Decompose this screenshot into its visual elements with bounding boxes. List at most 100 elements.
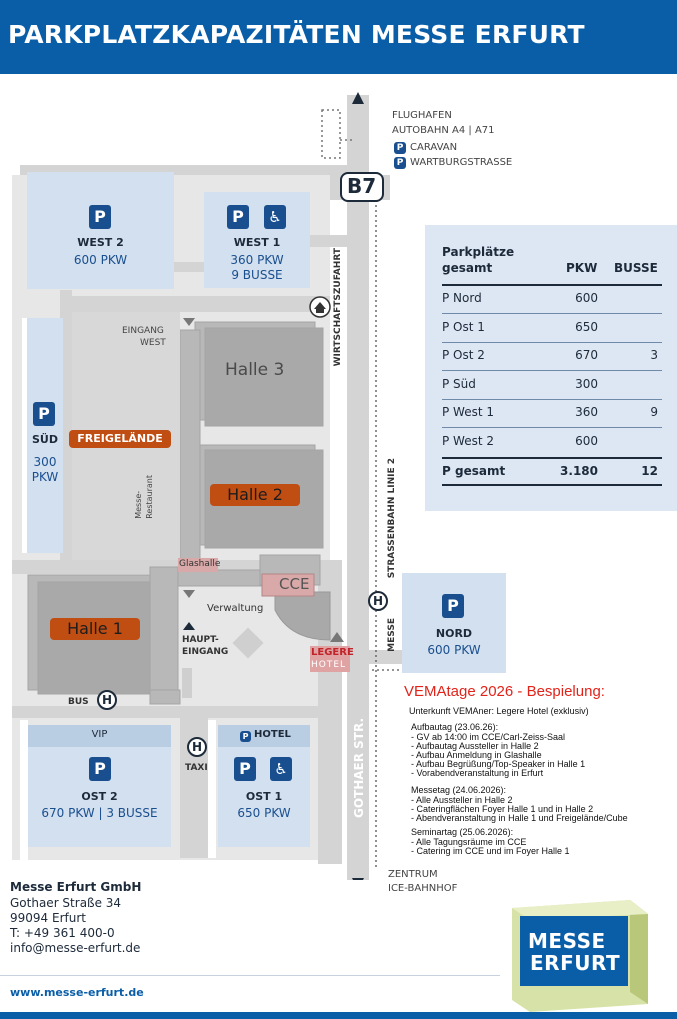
company-phone: T: +49 361 400-0	[10, 926, 115, 940]
event-info-line: - Aufbautag Aussteller in Halle 2	[411, 741, 539, 751]
parking-west-2	[27, 172, 174, 289]
table-cell-name: P West 1	[442, 405, 495, 419]
event-accommodation: Unterkunft VEMAner: Legere Hotel (exklus…	[409, 706, 589, 716]
parking-ost-2-name: OST 2	[81, 790, 118, 803]
arrow-south-icon	[352, 878, 364, 880]
table-bottom-line	[442, 484, 662, 486]
event-info-line: Aufbautag (23.06.26):	[411, 722, 499, 732]
table-header-pkw: PKW	[566, 261, 598, 275]
table-total-pkw: 3.180	[560, 464, 598, 478]
table-row-divider	[442, 398, 662, 400]
table-total-name: P gesamt	[442, 464, 506, 478]
table-cell-pkw: 600	[575, 291, 598, 305]
arrow-north-icon	[352, 92, 364, 104]
legere-hotel-label-2: HOTEL	[311, 660, 347, 670]
road-gothaer-str	[347, 95, 369, 880]
direction-wartburgstrasse: WARTBURGSTRASSE	[410, 157, 513, 168]
logo-text-erfurt: ERFURT	[530, 951, 621, 975]
event-title: VEMAtage 2026 - Bespielung:	[404, 683, 605, 700]
table-cell-pkw: 300	[575, 376, 598, 391]
table-cell-pkw: 360	[575, 405, 598, 419]
caravan-parking-icon: P	[394, 142, 406, 154]
haupteingang-label-1: HAUPT-	[182, 635, 219, 645]
halle-2-label: Halle 2	[210, 484, 300, 506]
event-info-line: Seminartag (25.06.2026):	[411, 827, 514, 837]
parking-west-1-capacity-bus: 9 BUSSE	[231, 268, 283, 282]
parking-nord	[402, 573, 506, 673]
parking-nord-icon: P	[442, 594, 464, 618]
direction-zentrum: ZENTRUM	[388, 869, 438, 880]
table-cell-name: P Ost 2	[442, 348, 485, 362]
parking-sued-name: SÜD	[32, 433, 58, 446]
parking-west-2-icon: P	[89, 205, 111, 229]
messe-erfurt-logo	[512, 900, 648, 1012]
logo-text-messe: MESSE	[528, 929, 606, 953]
parking-sued-capacity-number: 300	[33, 455, 57, 469]
parking-west-2-name: WEST 2	[77, 236, 124, 249]
table-total-divider	[442, 457, 662, 459]
table-cell-name: P Süd	[442, 376, 476, 391]
parking-sued-capacity-unit: PKW	[31, 470, 59, 484]
table-header-name-1: Parkplätze	[442, 245, 515, 259]
legere-hotel-building	[310, 646, 350, 672]
parking-ost-2-tag-bar	[28, 725, 171, 747]
parking-nord-name: NORD	[435, 627, 473, 640]
parking-ost-1-capacity: 650 PKW	[237, 806, 291, 820]
table-header-name-2: gesamt	[442, 261, 493, 275]
company-email[interactable]: info@messe-erfurt.de	[10, 941, 141, 955]
b7-road-sign	[340, 172, 384, 202]
direction-caravan: CARAVAN	[410, 142, 458, 153]
haupteingang-label-2: EINGANG	[182, 647, 229, 657]
company-city: 99094 Erfurt	[10, 911, 86, 925]
strassenbahn-label: STRASSENBAHN LINIE 2	[387, 458, 397, 579]
site-map	[12, 92, 410, 880]
parking-west-1-capacity-pkw: 360 PKW	[230, 253, 284, 267]
company-street: Gothaer Straße 34	[10, 896, 122, 910]
wheelchair-west-1-icon: ♿	[264, 205, 286, 229]
table-row-divider	[442, 313, 662, 314]
glashalle-label: Glashalle	[179, 559, 221, 569]
footer-divider	[0, 975, 500, 976]
b7-label: B7	[347, 174, 377, 198]
table-total-busse: 12	[641, 464, 658, 478]
parking-sued	[27, 318, 63, 553]
footer-bar	[0, 1012, 677, 1019]
wartburg-parking-icon: P	[394, 157, 406, 169]
legere-hotel-label-1: LEGERE	[311, 647, 354, 658]
parking-west-1-name: WEST 1	[233, 236, 281, 249]
messe-stop-label: MESSE	[387, 618, 397, 652]
wheelchair-ost-1-icon: ♿	[270, 757, 292, 781]
halle-1-label: Halle 1	[50, 618, 140, 640]
parking-nord-capacity: 600 PKW	[427, 643, 481, 657]
company-website[interactable]: www.messe-erfurt.de	[10, 986, 144, 999]
main-entrance-arrow-icon	[183, 622, 195, 630]
event-info-line: - Vorabendveranstaltung in Erfurt	[411, 768, 544, 778]
table-cell-name: P West 2	[442, 433, 495, 448]
parking-west-2-capacity: 600 PKW	[73, 253, 128, 267]
direction-ice-bahnhof: ICE-BAHNHOF	[388, 883, 458, 894]
eingang-west-label-2: WEST	[140, 338, 166, 348]
parking-ost-2-tag: VIP	[91, 729, 108, 740]
event-info-line: - Alle Tagungsräume im CCE	[411, 837, 527, 847]
table-cell-pkw: 600	[575, 433, 598, 448]
taxi-label: TAXI	[185, 763, 208, 773]
table-cell-pkw: 670	[575, 348, 598, 362]
event-info-line: - Aufbau Begrüßung/Top-Speaker in Halle …	[411, 759, 586, 769]
gothaer-str-label: GOTHAER STR.	[352, 718, 366, 819]
hotel-parking-icon: P	[240, 731, 251, 742]
cce-label: CCE	[279, 575, 310, 593]
table-cell-busse: 3	[650, 348, 658, 362]
event-info-line: Messetag (24.06.2026):	[411, 785, 507, 795]
entrance-west-arrow-icon	[183, 318, 195, 326]
cce-building	[261, 573, 315, 597]
event-info-line: - Catering im CCE und im Foyer Halle 1	[411, 846, 570, 856]
parking-ost-2-icon: P	[89, 757, 111, 781]
table-row-divider	[442, 341, 662, 343]
table-cell-name: P Nord	[442, 291, 482, 305]
taxi-stop-icon: H	[187, 737, 207, 757]
direction-autobahn: AUTOBAHN A4 | A71	[392, 125, 495, 136]
halle-3-label: Halle 3	[225, 360, 285, 380]
header-bar	[0, 0, 677, 74]
parking-ost-1-tag: HOTEL	[254, 729, 291, 740]
table-cell-pkw: 650	[575, 319, 598, 334]
